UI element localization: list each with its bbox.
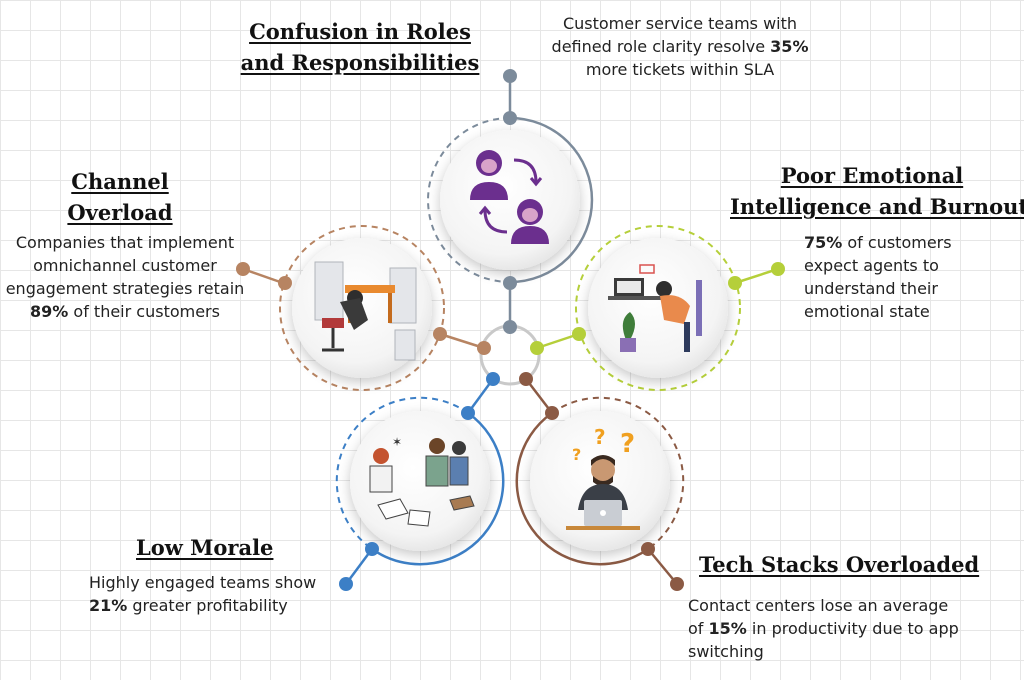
emotional-title-line2: Intelligence and Burnout [730, 194, 1024, 219]
roles-dot-top [503, 111, 517, 125]
channel-inner-dot [477, 341, 491, 355]
tech-connector-lower [525, 378, 553, 414]
roles-dot-bottom [503, 276, 517, 290]
morale-solid-arc [371, 411, 505, 566]
channel-dot-right [433, 327, 447, 341]
roles-inner-dot [503, 320, 517, 334]
channel-title-line1: Channel [71, 169, 169, 194]
morale-node: ✶ [335, 372, 505, 591]
confused-laptop-user-icon: ? ? ? [566, 425, 640, 530]
role-swap-icon [470, 150, 549, 244]
channel-description: Companies that implement omnichannel cus… [0, 231, 250, 323]
tech-solid-arc [515, 411, 649, 566]
morale-title: Low Morale [136, 532, 273, 563]
tech-dashed-arc [551, 396, 685, 550]
emotional-title-line1: Poor Emotional [780, 163, 964, 188]
channel-desc-stat: 89% [30, 302, 69, 321]
tech-dot-top [545, 406, 559, 420]
emotional-ring [575, 225, 741, 391]
overloaded-worker-icon [314, 261, 417, 361]
roles-disc [440, 130, 580, 270]
emotional-title: Poor Emotional Intelligence and Burnout [730, 160, 1024, 222]
tech-desc-line1: Contact centers lose an average [688, 596, 949, 615]
roles-dashed-arc [427, 117, 511, 283]
morale-desc-line1: Highly engaged teams show [89, 573, 317, 592]
channel-desc-line1: Companies that implement [15, 233, 235, 252]
emotional-outer-dot [771, 262, 785, 276]
emotional-dot-right [728, 276, 742, 290]
roles-desc-line1: Customer service teams with [562, 14, 798, 33]
roles-title: Confusion in Roles and Responsibilities [240, 16, 480, 78]
tech-dot-bottom [641, 542, 655, 556]
tech-title: Tech Stacks Overloaded [699, 549, 979, 580]
channel-title-line2: Overload [67, 200, 173, 225]
morale-desc-line2: greater profitability [127, 596, 288, 615]
emotional-desc-stat: 75% [804, 233, 843, 252]
morale-outer-dot [339, 577, 353, 591]
emotional-inner-dot [530, 341, 544, 355]
morale-dashed-arc [335, 396, 469, 550]
svg-text:?: ? [620, 429, 635, 459]
morale-connector-lower [466, 378, 495, 414]
tech-desc-line2-end: in productivity due to app [746, 619, 959, 638]
channel-desc-line3: engagement strategies retain [5, 279, 245, 298]
morale-desc-stat: 21% [89, 596, 128, 615]
channel-ring [279, 225, 445, 391]
channel-node [236, 225, 491, 391]
morale-dot-top [461, 406, 475, 420]
channel-outer-dot [236, 262, 250, 276]
channel-connector [242, 267, 284, 285]
roles-desc-line3: more tickets within SLA [585, 60, 775, 79]
roles-description: Customer service teams with defined role… [530, 12, 830, 81]
morale-inner-dot [486, 372, 500, 386]
tech-node: ? ? ? [515, 372, 685, 591]
burnout-worker-icon [608, 264, 702, 352]
tech-description: Contact centers lose an average of 15% i… [688, 594, 978, 663]
channel-title: Channel Overload [30, 166, 210, 228]
tech-title-text: Tech Stacks Overloaded [699, 552, 980, 577]
roles-title-line1: Confusion in Roles [249, 19, 471, 44]
channel-desc-line4: of their customers [68, 302, 220, 321]
svg-text:?: ? [594, 425, 606, 449]
channel-dot-left [278, 276, 292, 290]
emotional-connector [734, 267, 779, 285]
roles-outer-dot [503, 69, 517, 83]
emotional-dot-left [572, 327, 586, 341]
roles-node [427, 69, 594, 334]
tech-inner-dot [519, 372, 533, 386]
morale-title-text: Low Morale [136, 535, 274, 560]
svg-text:✶: ✶ [392, 435, 402, 449]
tech-desc-stat: 15% [708, 619, 747, 638]
tech-connector [647, 548, 678, 585]
roles-desc-stat: 35% [770, 37, 809, 56]
emotional-disc [588, 238, 728, 378]
emotional-desc-line1: of customers [842, 233, 952, 252]
channel-connector-lower [439, 332, 485, 350]
emotional-node [530, 225, 785, 391]
morale-description: Highly engaged teams show 21% greater pr… [89, 571, 329, 617]
tech-desc-line3: switching [688, 642, 764, 661]
tech-desc-line2-start: of [688, 619, 709, 638]
morale-dot-bottom [365, 542, 379, 556]
channel-desc-line2: omnichannel customer [33, 256, 217, 275]
emotional-description: 75% of customers expect agents to unders… [804, 231, 972, 323]
emotional-connector-lower [536, 332, 580, 350]
morale-connector [344, 548, 374, 585]
svg-text:?: ? [572, 445, 581, 464]
roles-desc-line2: defined role clarity resolve [551, 37, 771, 56]
emotional-desc-line2: expect agents to [804, 256, 939, 275]
stressed-team-icon: ✶ [369, 435, 475, 527]
emotional-desc-line3: understand their [804, 279, 938, 298]
roles-title-line2: and Responsibilities [240, 50, 480, 75]
emotional-desc-line4: emotional state [804, 302, 930, 321]
roles-solid-arc [509, 116, 594, 284]
tech-outer-dot [670, 577, 684, 591]
